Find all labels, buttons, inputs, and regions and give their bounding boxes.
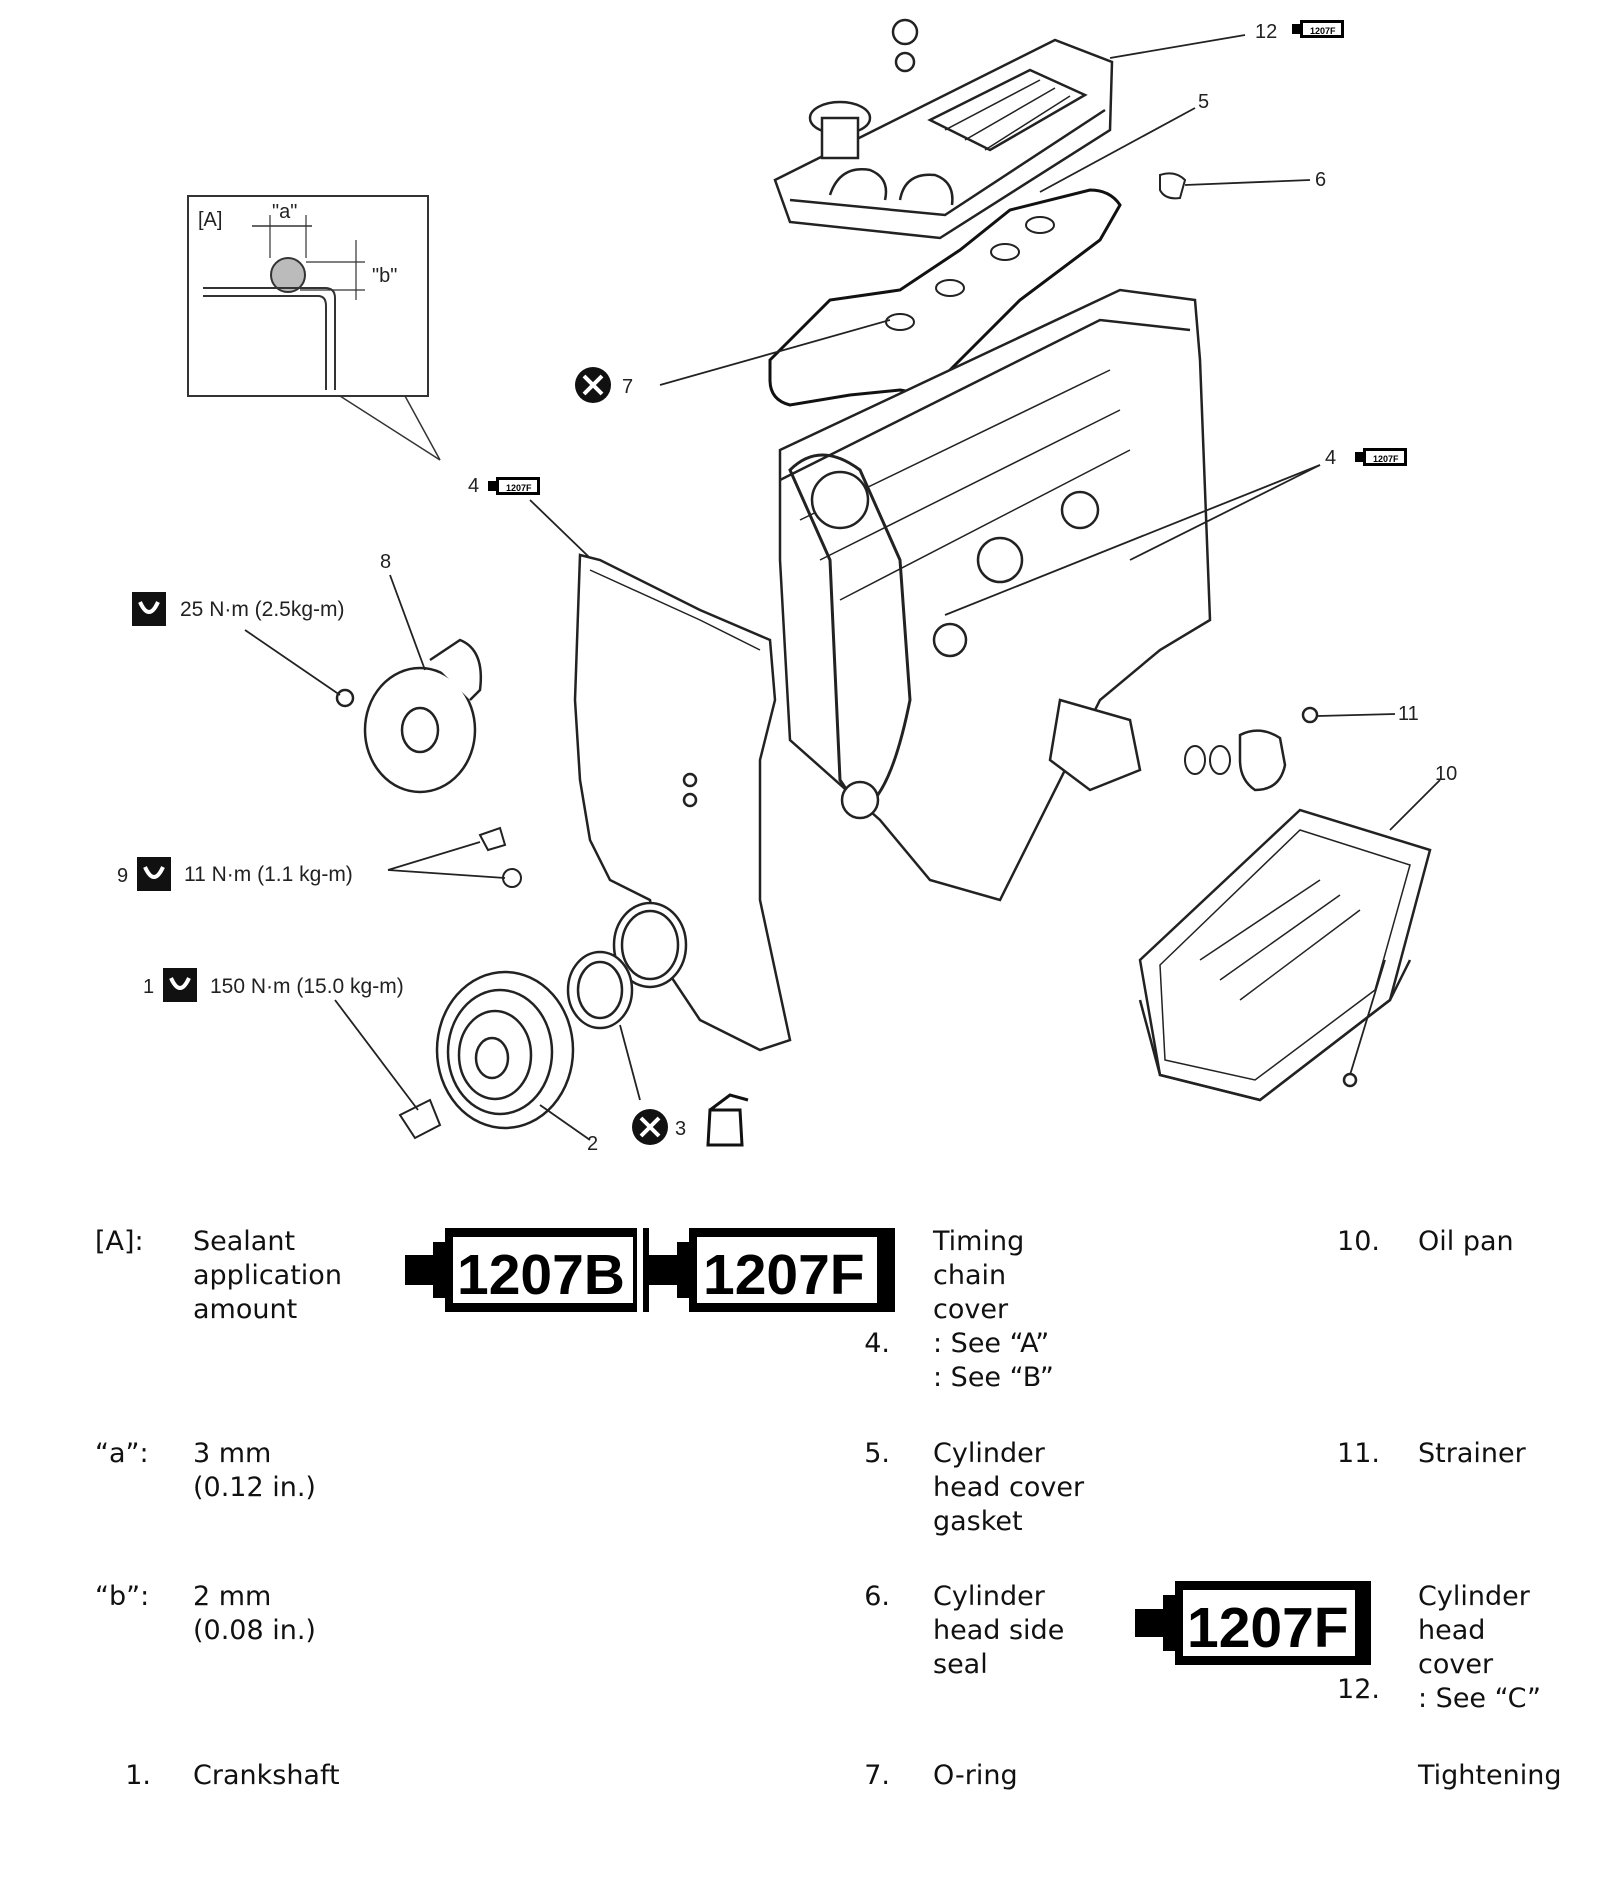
legend-text-6-line: seal xyxy=(933,1649,988,1680)
timing-cover-bolts xyxy=(478,826,522,888)
legend-text-A-line: Sealant xyxy=(193,1226,296,1257)
cylinder-head-side-seal xyxy=(1159,172,1187,200)
torque-1: 150 N·m (15.0 kg-m) xyxy=(210,975,404,998)
timing-chain-cover xyxy=(573,553,792,1052)
legend-text-12-line: cover xyxy=(1418,1649,1494,1680)
legend-text-6: Cylinder head side seal xyxy=(933,1580,1064,1682)
callout-10: 10 xyxy=(1435,763,1457,785)
inset-a-label: "a" xyxy=(272,201,297,223)
legend-key-A: [A]: xyxy=(95,1226,144,1257)
legend-text-4: Timing chain cover : See “A” : See “B” xyxy=(933,1225,1054,1395)
torque-icon-9 xyxy=(137,857,171,891)
leader-lines xyxy=(244,34,1441,1141)
callout-6: 6 xyxy=(1315,169,1326,191)
legend-num-6: 6. xyxy=(864,1581,890,1612)
sealant-inset-a: [A] "a" "b" xyxy=(187,195,441,461)
crankshaft-pulley xyxy=(435,970,575,1130)
legend-text-5-line: gasket xyxy=(933,1506,1023,1537)
callout-7: 7 xyxy=(622,376,633,398)
callout-3: 3 xyxy=(675,1118,686,1140)
callout-5: 5 xyxy=(1198,91,1209,113)
crankshaft-pulley-bolt xyxy=(398,1098,442,1140)
tube-label-12: 1207F xyxy=(1310,26,1336,36)
legend-num-1: 1. xyxy=(125,1760,151,1791)
legend-text-12-line: Cylinder xyxy=(1418,1581,1530,1612)
legend-text-5: Cylinder head cover gasket xyxy=(933,1437,1084,1539)
legend-text-4-line: : See “B” xyxy=(933,1362,1054,1393)
legend-text-6-line: head side xyxy=(933,1615,1065,1646)
callout-8: 8 xyxy=(380,551,391,573)
legend-text-a-line: 3 mm xyxy=(193,1438,272,1469)
sealant-tube-1207b: 1207B xyxy=(405,1228,649,1312)
legend-text-7: O-ring xyxy=(933,1760,1018,1791)
legend-num-11: 11. xyxy=(1337,1438,1380,1469)
tube-label-1207b: 1207B xyxy=(457,1243,625,1307)
tube-icon-12: 1207F xyxy=(1292,20,1344,38)
callout-11: 11 xyxy=(1398,703,1419,725)
tube-icon-4-left: 1207F xyxy=(488,477,540,495)
legend-text-12: Cylinder head cover : See “C” xyxy=(1418,1580,1541,1716)
legend-key-a: “a”: xyxy=(95,1438,149,1469)
callout-4-right: 4 xyxy=(1325,447,1336,469)
tensioner xyxy=(335,638,483,794)
inset-label: [A] xyxy=(198,209,222,231)
legend-num-10: 10. xyxy=(1337,1226,1380,1257)
oil-pan xyxy=(1138,808,1432,1102)
engine-exploded-diagram: [A] "a" "b" xyxy=(117,18,1457,1155)
legend-num-5: 5. xyxy=(864,1438,890,1469)
legend-text-A-line: application xyxy=(193,1260,342,1291)
legend-text-b-line: 2 mm xyxy=(193,1581,272,1612)
sealant-tube-item-12: 1207F xyxy=(1135,1581,1371,1665)
legend-text-6-line: Cylinder xyxy=(933,1581,1045,1612)
legend-text-4-line: chain xyxy=(933,1260,1007,1291)
legend-text-5-line: Cylinder xyxy=(933,1438,1045,1469)
no-reuse-icon-7 xyxy=(575,367,611,403)
torque-9: 11 N·m (1.1 kg-m) xyxy=(184,863,353,886)
strainer xyxy=(1238,706,1319,792)
legend-text-a: 3 mm (0.12 in.) xyxy=(193,1437,316,1505)
cylinder-head-cover xyxy=(773,18,1114,240)
legend-text-11: Strainer xyxy=(1418,1438,1526,1469)
legend-text-4-line: Timing xyxy=(933,1226,1025,1257)
crankshaft-oil-seal xyxy=(566,950,634,1030)
legend-text-A: Sealant application amount xyxy=(193,1225,342,1327)
inset-b-label: "b" xyxy=(372,265,397,287)
no-reuse-icon-3 xyxy=(632,1109,668,1145)
tube-label-item-12: 1207F xyxy=(1187,1596,1349,1660)
callout-4-left: 4 xyxy=(468,475,479,497)
legend-num-12: 12. xyxy=(1337,1674,1380,1705)
legend-text-a-line: (0.12 in.) xyxy=(193,1472,316,1503)
callout-12: 12 xyxy=(1255,21,1277,43)
o-rings xyxy=(885,216,1231,775)
callout-1: 1 xyxy=(143,976,154,998)
legend-text-A-line: amount xyxy=(193,1294,298,1325)
legend-text-12-line: head xyxy=(1418,1615,1486,1646)
legend-key-b: “b”: xyxy=(95,1581,150,1612)
torque-8: 25 N·m (2.5kg-m) xyxy=(180,598,345,621)
torque-icon-1 xyxy=(163,968,197,1002)
callout-2: 2 xyxy=(587,1133,598,1155)
oil-can-icon xyxy=(706,1093,749,1147)
legend-text-b: 2 mm (0.08 in.) xyxy=(193,1580,316,1648)
sealant-tube-1207f: 1207F xyxy=(649,1228,895,1312)
legend-text-4-line: : See “A” xyxy=(933,1328,1050,1359)
legend-text-4-line: cover xyxy=(933,1294,1009,1325)
legend-num-7: 7. xyxy=(864,1760,890,1791)
legend-text-tightening: Tightening xyxy=(1418,1760,1562,1791)
sealant-tubes-row: 1207B 1207F xyxy=(405,1228,895,1312)
tube-label-4-left: 1207F xyxy=(506,483,532,493)
legend-text-5-line: head cover xyxy=(933,1472,1085,1503)
tube-icon-4-right: 1207F xyxy=(1355,448,1407,466)
legend-num-4: 4. xyxy=(864,1328,890,1359)
tube-label-4-right: 1207F xyxy=(1373,454,1399,464)
torque-icon-8 xyxy=(132,592,166,626)
legend-text-12-line: : See “C” xyxy=(1418,1683,1541,1714)
legend-text-10: Oil pan xyxy=(1418,1226,1514,1257)
tube-label-1207f: 1207F xyxy=(703,1243,865,1307)
callout-9: 9 xyxy=(117,865,128,887)
legend-text-1: Crankshaft xyxy=(193,1760,340,1791)
legend-text-b-line: (0.08 in.) xyxy=(193,1615,316,1646)
